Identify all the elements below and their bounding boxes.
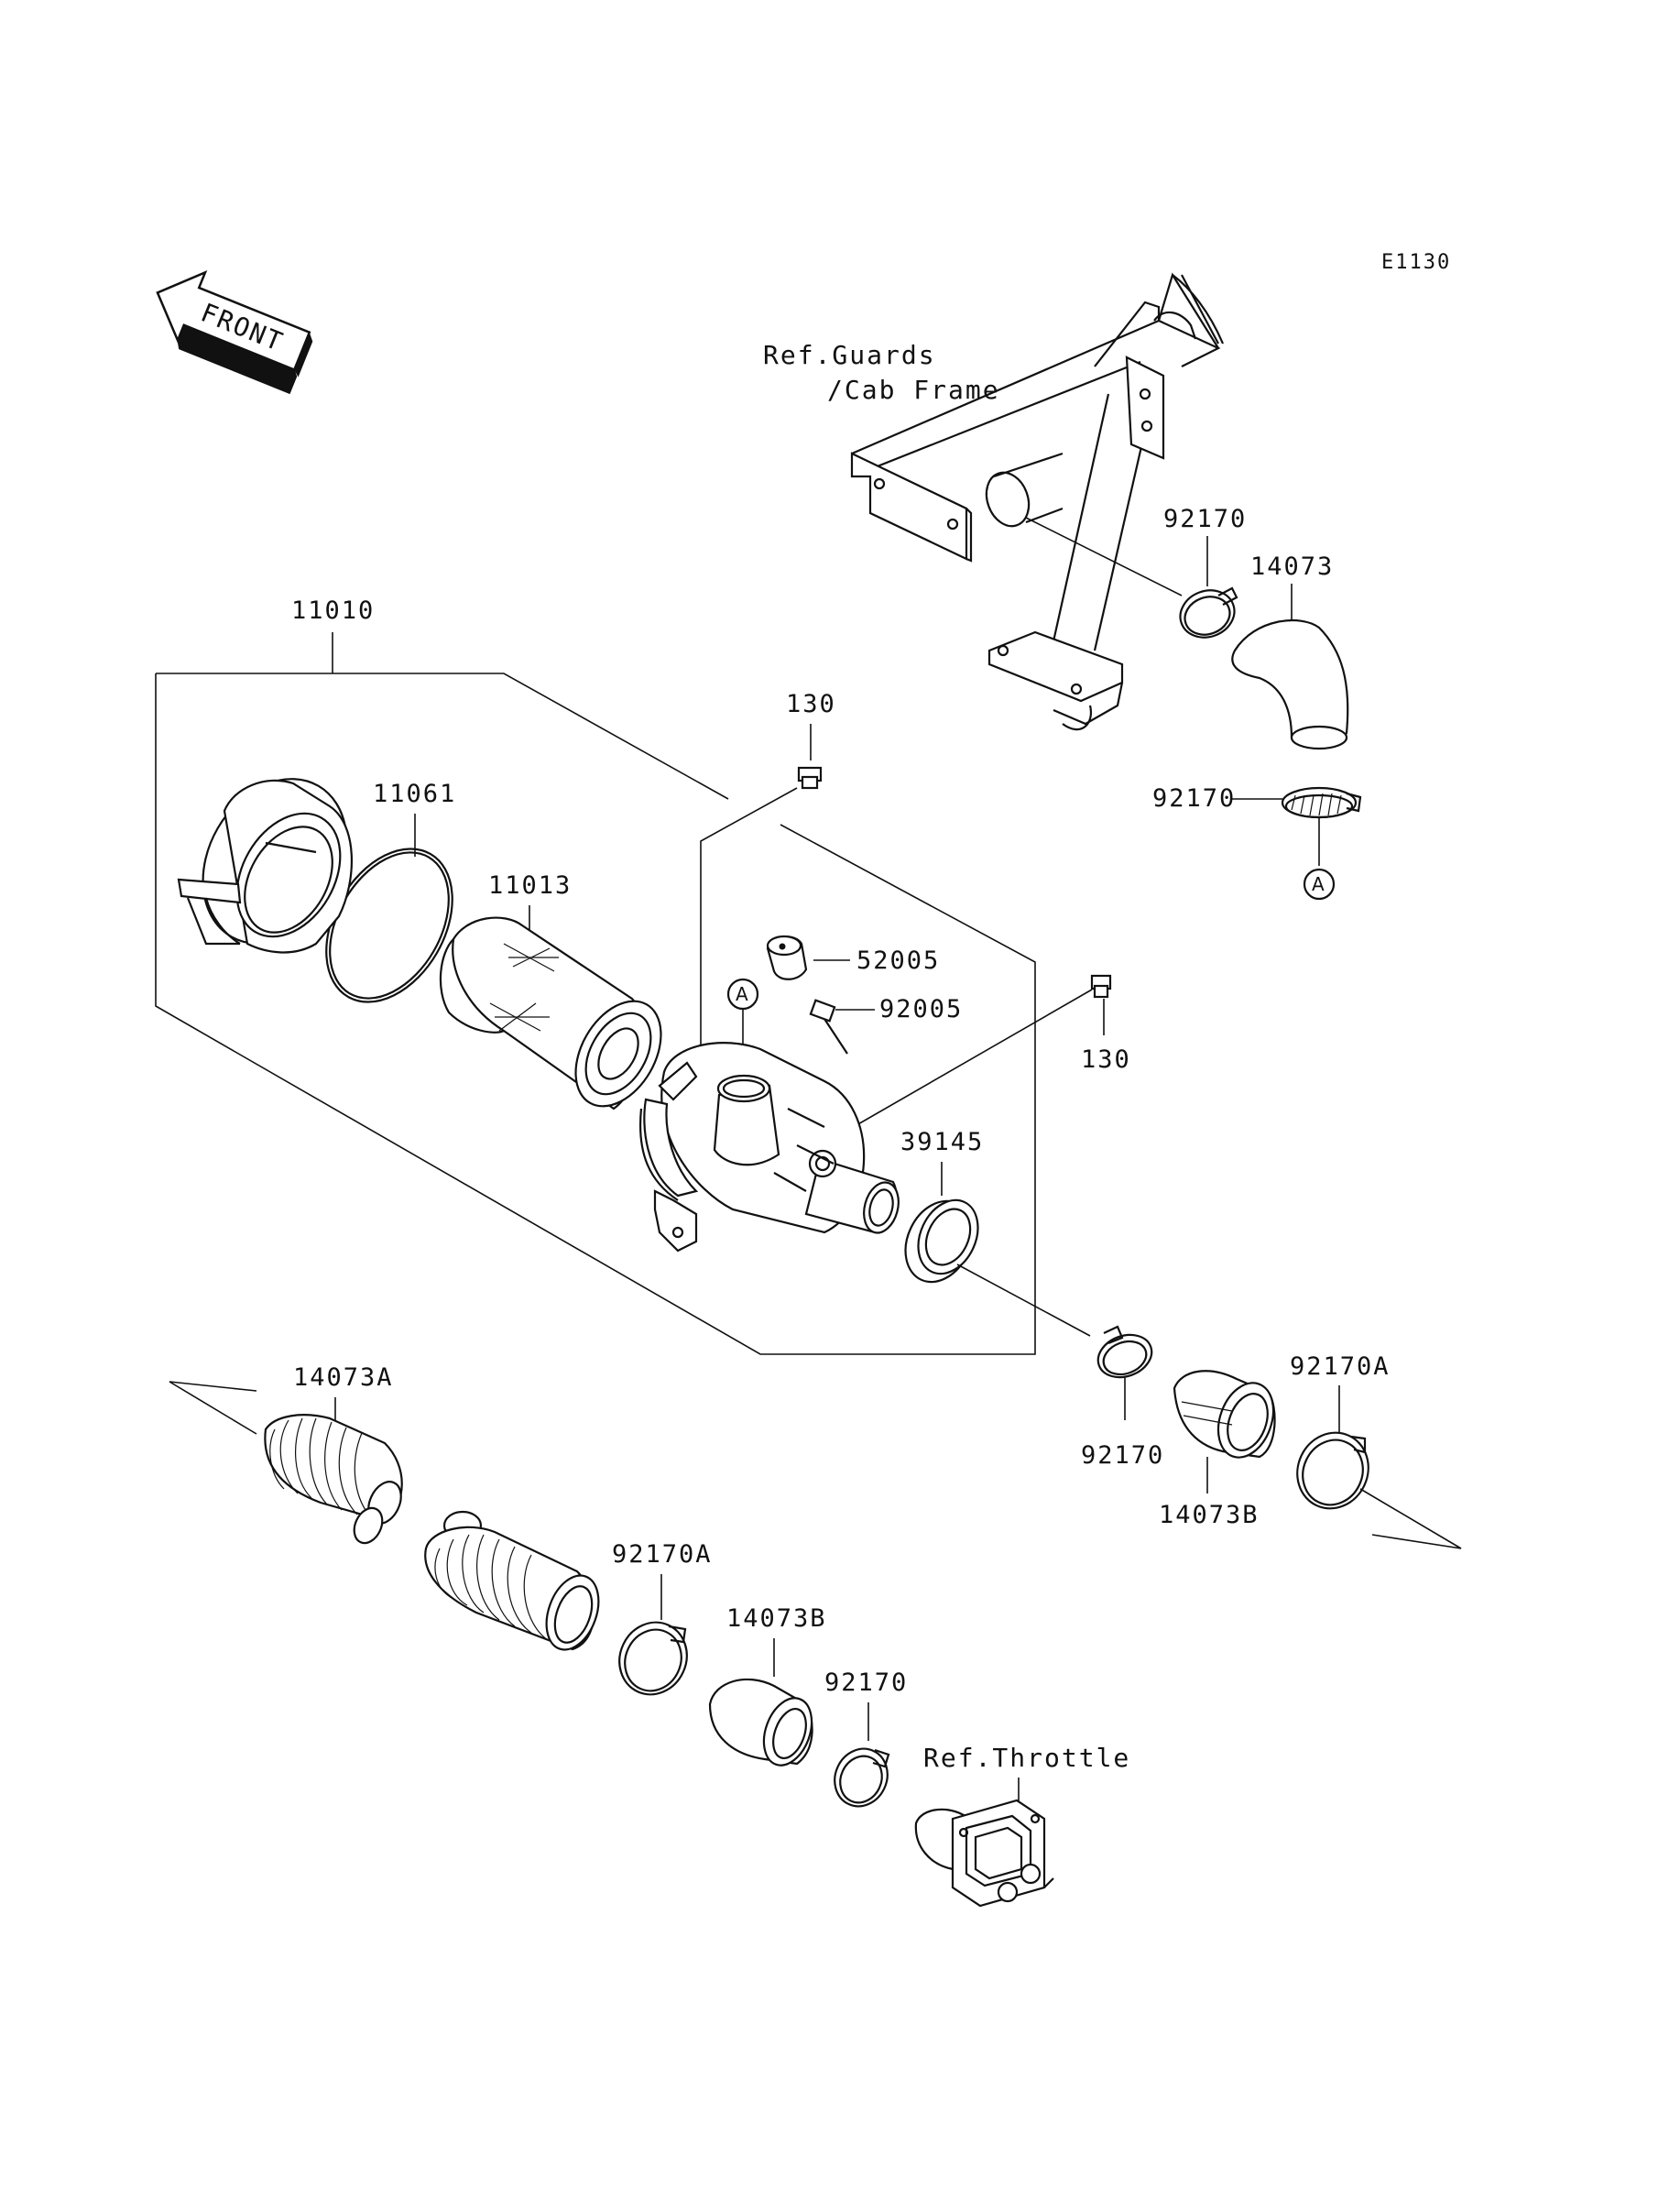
hose-clamp-92170A-right	[1296, 1431, 1369, 1510]
part-label-11061: 11061	[373, 780, 456, 808]
hose-clamp-92170A-low	[618, 1621, 688, 1696]
bolt-130-right-icon	[1090, 974, 1112, 999]
throttle-body-drawing	[914, 1799, 1054, 1908]
cap-52005	[766, 935, 808, 980]
bellows-hose-14073A-lower	[424, 1510, 600, 1651]
air-filter-element-11013	[439, 916, 662, 1110]
coupling-14073B-low	[708, 1678, 813, 1767]
diagram-code: E1130	[1381, 251, 1451, 274]
air-duct-14073	[1231, 618, 1349, 750]
part-label-92170-top: 92170	[1163, 505, 1247, 533]
hose-clamp-92170-low	[1096, 1325, 1153, 1379]
hose-clamp-92170-top	[1179, 586, 1238, 639]
part-label-14073: 14073	[1250, 552, 1334, 581]
part-label-14073B-right: 14073B	[1159, 1501, 1260, 1529]
part-label-11010: 11010	[291, 596, 375, 625]
part-label-92170A-low: 92170A	[612, 1540, 713, 1569]
part-label-52005: 52005	[856, 946, 940, 975]
bolt-130-top-icon	[797, 766, 823, 790]
ref-throttle-label: Ref.Throttle	[923, 1743, 1130, 1773]
part-label-14073B-low: 14073B	[726, 1604, 827, 1633]
seal-39145	[904, 1198, 979, 1284]
part-label-130-top: 130	[786, 690, 836, 718]
bellows-hose-14073A-upper	[264, 1414, 403, 1545]
connector-marker-a-right: A	[1303, 868, 1336, 901]
coupling-14073B-right	[1173, 1370, 1276, 1459]
part-label-130-right: 130	[1081, 1045, 1131, 1074]
part-label-92170-low: 92170	[1081, 1441, 1164, 1470]
connector-marker-a-housing: A	[726, 978, 759, 1011]
hose-clamp-92170-bottom	[834, 1747, 890, 1808]
part-label-11013: 11013	[488, 871, 572, 900]
air-cleaner-cover	[177, 778, 353, 954]
front-arrow-icon: FRONT	[156, 269, 313, 395]
part-label-92170-mid: 92170	[1152, 784, 1236, 813]
ref-cab-frame-label: /Cab Frame	[827, 375, 1000, 405]
air-cleaner-housing	[639, 1042, 900, 1253]
ref-guards-label: Ref.Guards	[763, 340, 936, 370]
fitting-92005-icon	[809, 999, 848, 1055]
part-label-92170A-right: 92170A	[1290, 1352, 1391, 1381]
hose-clamp-92170-mid	[1281, 786, 1362, 819]
part-label-92170-bottom: 92170	[824, 1668, 908, 1697]
part-label-14073A: 14073A	[293, 1363, 394, 1392]
part-label-92005: 92005	[879, 995, 963, 1023]
svg-text:A: A	[1312, 873, 1325, 895]
part-label-39145: 39145	[900, 1128, 984, 1156]
svg-text:A: A	[736, 983, 748, 1005]
